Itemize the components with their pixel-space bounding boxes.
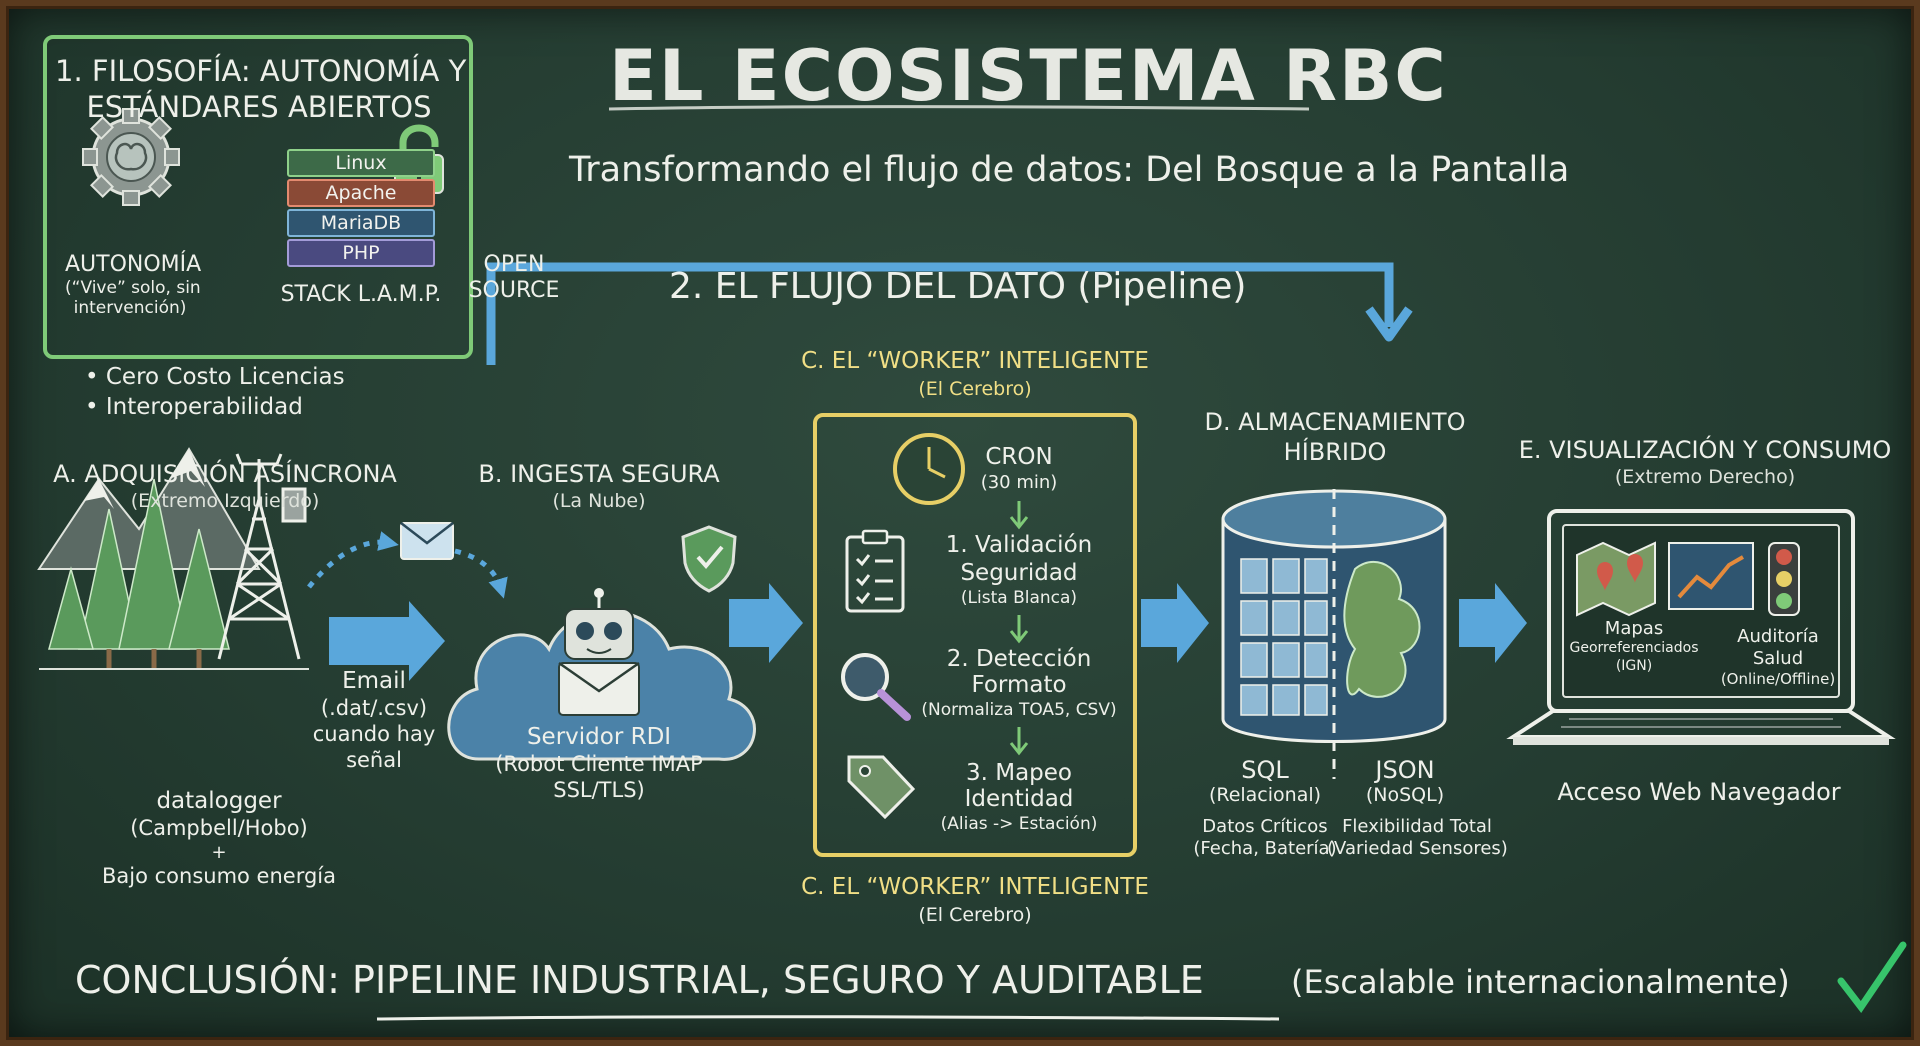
- pipeline-line: [486, 262, 1394, 365]
- conclusion-text: CONCLUSIÓN: PIPELINE INDUSTRIAL, SEGURO …: [75, 958, 1204, 1002]
- access-label: Acceso Web Navegador: [1557, 778, 1841, 806]
- audit-line3: (Online/Offline): [1720, 670, 1836, 688]
- email-line3: cuando hay: [312, 722, 436, 746]
- stack-item-mariadb: MariaDB: [287, 209, 435, 237]
- step2-sub: (Normaliza TOA5, CSV): [921, 700, 1117, 720]
- clipboard-icon: [845, 529, 905, 613]
- autonomy-label: AUTONOMÍA: [65, 252, 202, 277]
- worker-sub-bottom: (El Cerebro): [918, 904, 1032, 926]
- email-dotted-path: [307, 531, 399, 589]
- robot-icon: [558, 588, 640, 716]
- sql-desc-line1: Datos Críticos: [1202, 816, 1328, 837]
- worker-heading: C. EL “WORKER” INTELIGENTE: [801, 348, 1149, 374]
- logger-line4: Bajo consumo energía: [101, 864, 336, 888]
- pipeline-title: 2. EL FLUJO DEL DATO (Pipeline): [669, 266, 1247, 307]
- tag-icon: [847, 755, 916, 820]
- clock-icon: [893, 433, 965, 505]
- conclusion-note: (Escalable internacionalmente): [1291, 963, 1790, 1001]
- worker-box: [813, 413, 1137, 857]
- step3-line2: Identidad: [964, 786, 1074, 812]
- philosophy-heading-line2: ESTÁNDARES ABIERTOS: [86, 90, 432, 124]
- ingest-sub: (La Nube): [552, 490, 646, 512]
- server-line3: SSL/TLS): [553, 778, 645, 802]
- server-line2: (Robot Cliente IMAP: [495, 752, 703, 776]
- step3-sub: (Alias -> Estación): [940, 814, 1098, 834]
- autonomy-sub-line2: intervención): [73, 298, 187, 318]
- stack-item-linux: Linux: [287, 149, 435, 177]
- storage-heading-line1: D. ALMACENAMIENTO: [1204, 408, 1466, 436]
- stack-item-php: PHP: [287, 239, 435, 267]
- json-sub: (NoSQL): [1365, 784, 1445, 806]
- step1-line1: 1. Validación: [945, 532, 1093, 558]
- page-title: EL ECOSISTEMA RBC: [609, 35, 1448, 117]
- flow-arrows: [329, 583, 1527, 681]
- json-desc-line2: (Variedad Sensores): [1327, 838, 1508, 859]
- email-line2: (.dat/.csv): [320, 696, 428, 720]
- title-underline: [608, 105, 1310, 111]
- acquisition-heading: A. ADQUISICIÓN ASÍNCRONA: [53, 460, 397, 488]
- forest-landscape: [37, 447, 309, 670]
- storage-heading-line2: HÍBRIDO: [1283, 438, 1387, 466]
- step3-line1: 3. Mapeo: [965, 760, 1072, 786]
- email-dotted-path-2: [454, 548, 508, 599]
- page-subtitle: Transformando el flujo de datos: Del Bos…: [569, 150, 1570, 190]
- visual-sub: (Extremo Derecho): [1614, 466, 1796, 488]
- maps-line2: Georreferenciados: [1569, 640, 1699, 656]
- check-icon: [1837, 941, 1907, 1013]
- philosophy-heading-line1: 1. FILOSOFÍA: AUTONOMÍA Y: [55, 54, 467, 88]
- step1-sub: (Lista Blanca): [960, 588, 1078, 608]
- philosophy-bullet-2: • Interoperabilidad: [85, 394, 303, 420]
- sql-label: SQL: [1241, 756, 1289, 784]
- visual-heading: E. VISUALIZACIÓN Y CONSUMO: [1518, 436, 1892, 464]
- audit-line2: Salud: [1752, 648, 1804, 669]
- json-desc-line1: Flexibilidad Total: [1342, 816, 1492, 837]
- logger-line1: datalogger: [156, 788, 282, 814]
- step2-line2: Formato: [971, 672, 1067, 698]
- philosophy-box: [43, 35, 473, 359]
- json-label: JSON: [1375, 756, 1435, 784]
- cron-sub: (30 min): [980, 472, 1058, 493]
- database-icon: [1221, 489, 1447, 779]
- datalogger-tower-icon: [217, 453, 307, 660]
- email-line1: Email: [342, 668, 406, 694]
- open-source-line2: SOURCE: [468, 278, 560, 303]
- logger-line3: +: [211, 842, 227, 863]
- worker-heading-bottom: C. EL “WORKER” INTELIGENTE: [801, 874, 1149, 900]
- cron-label: CRON: [985, 444, 1053, 470]
- sql-desc-line2: (Fecha, Batería): [1193, 838, 1337, 859]
- traffic-light-icon: [1768, 542, 1800, 616]
- diagram-graphics: [37, 35, 1907, 1021]
- worker-step-arrows: [1009, 501, 1029, 756]
- map-icon: [1576, 541, 1656, 617]
- sql-sub: (Relacional): [1208, 784, 1322, 806]
- acquisition-sub: (Extremo Izquierdo): [130, 490, 320, 512]
- server-line1: Servidor RDI: [526, 724, 672, 750]
- philosophy-bullet-1: • Cero Costo Licencias: [85, 364, 345, 390]
- shield-check-icon: [681, 525, 737, 593]
- envelope-icon: [400, 522, 454, 560]
- pipeline-arrow-head: [1365, 306, 1413, 342]
- logger-line2: (Campbell/Hobo): [130, 816, 308, 840]
- line-chart-icon: [1668, 542, 1754, 610]
- stack-item-apache: Apache: [287, 179, 435, 207]
- step1-line2: Seguridad: [960, 560, 1078, 586]
- step2-line1: 2. Detección: [946, 646, 1092, 672]
- gear-brain-icon: [82, 108, 180, 206]
- chalkboard: EL ECOSISTEMA RBC Transformando el flujo…: [6, 6, 1914, 1040]
- conclusion-underline: [376, 1015, 1280, 1021]
- maps-line1: Mapas: [1604, 618, 1664, 639]
- stack-label: STACK L.A.M.P.: [280, 282, 442, 307]
- maps-line3: (IGN): [1615, 658, 1653, 674]
- audit-line1: Auditoría: [1737, 626, 1819, 647]
- open-source-line1: OPEN: [483, 252, 545, 277]
- ingest-heading: B. INGESTA SEGURA: [478, 460, 720, 488]
- magnifier-icon: [841, 653, 911, 721]
- email-line4: señal: [346, 748, 402, 772]
- autonomy-sub-line1: (“Vive” solo, sin: [65, 278, 201, 298]
- worker-sub: (El Cerebro): [918, 378, 1032, 400]
